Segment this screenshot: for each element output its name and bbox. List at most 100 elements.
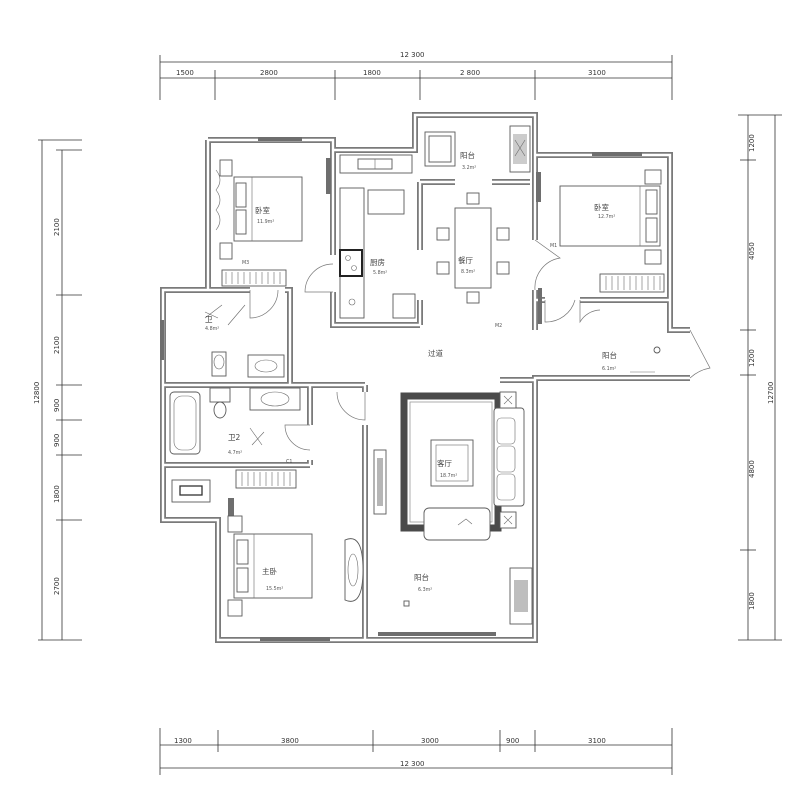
room-area: 12.7m² (598, 214, 615, 220)
balcony-right-furniture (630, 346, 661, 373)
dim-right-total: 12700 (767, 382, 775, 404)
room-area: 15.5m² (266, 586, 283, 592)
dim-top-total: 12 300 (400, 51, 425, 59)
door-bedroom-left (304, 263, 334, 293)
toilet-icon (211, 351, 227, 377)
room-label: 主卧 (262, 566, 277, 576)
pillow (235, 182, 247, 208)
bedroom-top-left-furniture (215, 159, 303, 287)
utility-sink (509, 125, 531, 173)
sofa-bottom (423, 507, 491, 541)
dim-top-seg-2: 2800 (260, 69, 278, 77)
dim-bottom-seg-2: 3800 (281, 737, 299, 745)
door-tag: C1 (286, 459, 292, 465)
dim-right-seg-3: 1200 (748, 349, 756, 367)
room-area: 8.3m² (461, 269, 475, 275)
room-area: 18.7m² (440, 473, 457, 479)
door-bedroom-right (534, 239, 561, 291)
door-tag: M2 (495, 323, 502, 329)
chair (496, 227, 510, 241)
storage-furniture (171, 479, 211, 503)
window-bath (160, 320, 164, 360)
bath-2-furniture (169, 387, 301, 455)
dim-right-seg-5: 1800 (748, 592, 756, 610)
wardrobe (599, 273, 665, 293)
room-area: 6.1m² (602, 366, 616, 372)
floor-drain-icon (204, 304, 223, 319)
door-bath-1 (249, 289, 279, 319)
sofa-main (493, 407, 525, 507)
room-area: 4.8m² (205, 326, 219, 332)
room-label: 阳台 (414, 572, 429, 582)
dim-right-seg-4: 4800 (748, 460, 756, 478)
bath-1-furniture (204, 304, 285, 378)
plant-icon (403, 600, 410, 607)
bedroom-top-right-furniture (559, 169, 665, 293)
room-label: 过道 (428, 348, 443, 358)
door-balcony (689, 329, 711, 379)
window-bedroom-side (326, 158, 331, 194)
room-label: 卫 (205, 315, 213, 324)
coffee-table (430, 439, 474, 487)
bathtub-icon (169, 391, 201, 455)
room-area: 6.3m² (418, 587, 432, 593)
door-master (336, 391, 366, 421)
nightstand (219, 242, 233, 260)
window-dining-side (538, 288, 542, 324)
window-master-bottom (260, 637, 330, 641)
wardrobe (221, 269, 287, 287)
chair (436, 227, 450, 241)
room-area: 5.8m² (373, 270, 387, 276)
pillow (236, 567, 249, 593)
dim-left-seg-1: 2100 (53, 218, 61, 236)
vanity (249, 387, 301, 411)
dining-furniture (436, 192, 510, 304)
dim-left-seg-3: 900 (53, 399, 61, 412)
nightstand (644, 169, 662, 185)
dim-bottom-seg-4: 900 (506, 737, 519, 745)
dimension-right: 12700 1200 4050 1200 4800 1800 (738, 114, 782, 641)
dim-bottom-seg-1: 1300 (174, 737, 192, 745)
toilet-icon (209, 387, 231, 403)
chair (436, 261, 450, 275)
nightstand (227, 599, 243, 617)
bed (559, 185, 661, 247)
dim-top-seg-4: 2 800 (460, 69, 480, 77)
vanity (247, 354, 285, 378)
window-living-bottom (378, 632, 496, 636)
drain-icon (653, 346, 661, 354)
cabinet (509, 567, 533, 625)
door-tag: M1 (550, 243, 557, 249)
washing-machine-door (428, 135, 452, 163)
pillow (645, 217, 658, 243)
dim-left-seg-2: 2100 (53, 336, 61, 354)
room-labels: 卧室 11.9m² 厨房 5.8m² 餐厅 8.3m² 阳台 3.2m² 卧室 … (205, 150, 617, 593)
kitchen-furniture (339, 154, 416, 319)
dim-top-seg-3: 1800 (363, 69, 381, 77)
dim-bottom-seg-5: 3100 (588, 737, 606, 745)
master-bedroom-furniture (227, 469, 364, 617)
windows (160, 137, 642, 641)
utility-furniture (424, 125, 531, 173)
dim-right-seg-2: 4050 (748, 242, 756, 260)
room-label: 阳台 (460, 150, 475, 160)
nightstand (644, 249, 662, 265)
door-tag: M3 (242, 260, 249, 266)
curtain (215, 169, 221, 231)
room-area: 11.9m² (257, 219, 274, 225)
fridge (392, 293, 416, 319)
nightstand (219, 159, 233, 177)
chair (496, 261, 510, 275)
room-label: 卫2 (228, 433, 240, 442)
pillow (236, 539, 249, 565)
pillow (235, 209, 247, 235)
basin-icon (260, 391, 290, 407)
floor-drain-icon (249, 427, 265, 446)
chair (466, 192, 480, 205)
door-bedroom-right-2 (544, 299, 576, 323)
door-wardrobe (579, 300, 601, 324)
sink-double-icon (367, 189, 405, 215)
window-bedroom-right (536, 172, 541, 202)
room-label: 卧室 (255, 205, 270, 215)
room-area: 3.2m² (462, 165, 476, 171)
